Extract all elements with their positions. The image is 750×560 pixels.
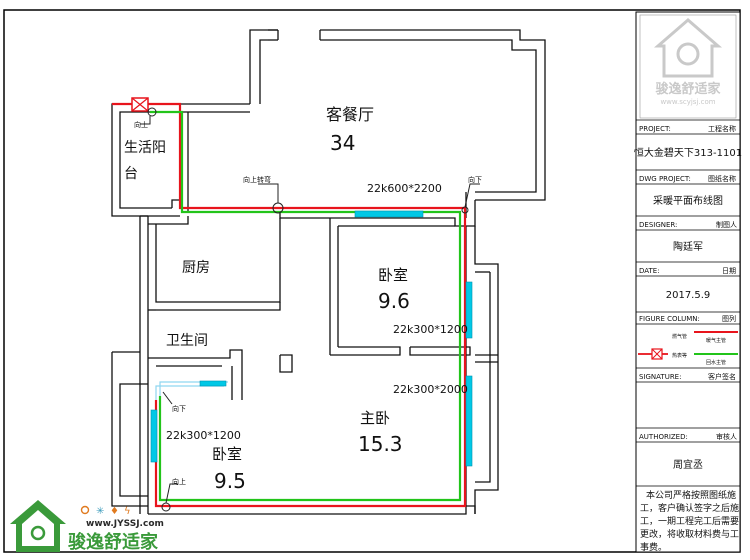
radiator-bathroom [199,380,227,387]
notice-line-5: 事费。 [640,541,667,553]
pipe-marker-balcony [147,107,157,117]
notice-line-3: 工，一期工程完工后需要 [640,515,739,527]
sun-icon [80,505,90,515]
legend-heat: 暖气主管 [706,337,726,344]
room-kitchen-name: 厨房 [182,260,210,276]
radiator-bedroom-a [465,281,473,339]
watermark-brand: 骏逸舒适家 [68,531,159,553]
snowflake-icon: ✳ [96,506,104,517]
room-balcony-name-1: 生活阳 [124,140,166,156]
radiator-label-living: 22k600*2200 [367,182,442,195]
room-master-name: 主卧 [360,409,390,427]
watermark-url: www.JYSSJ.com [86,519,164,529]
project-label: PROJECT: [639,125,671,133]
drawing-frame [3,9,741,553]
authorized-value: 周宜丞 [673,458,703,471]
logo-brand-text: 骏逸舒适家 [655,81,721,97]
legend: 燃气管 暖气主管 热表等 回水主管 [638,331,738,366]
notice-line-1: 本公司严格按照图纸施 [646,489,736,501]
designer-label-cn: 制图人 [716,220,737,229]
room-master-area: 15.3 [358,432,403,456]
date-value: 2017.5.9 [666,290,711,301]
radiator-living [354,210,424,218]
project-value: 恒大金碧天下313-1101 [634,146,742,159]
radiator-label-bedroom-b: 22k300*1200 [166,429,241,442]
room-living-area: 34 [330,131,355,155]
radiator-bedroom-b [150,409,158,463]
room-living-name: 客餐厅 [326,105,374,124]
pipe-note-up-bottom: 向上 [172,477,186,486]
dwg-label-cn: 图纸名称 [708,174,736,183]
designer-label: DESIGNER: [639,221,677,229]
date-label-cn: 日期 [722,267,736,275]
pipe-note-down-corner: 向下 [468,175,482,184]
radiator-label-master: 22k300*2000 [393,383,468,396]
figure-label-cn: 图列 [722,314,736,323]
pipe-note-up-balcony: 向上 [134,120,148,129]
notice-line-4: 更改，将收取材料费与工 [640,528,739,540]
legend-return: 回水主管 [706,359,726,366]
legend-meter: 热表等 [672,352,687,359]
project-label-cn: 工程名称 [708,124,736,133]
signature-label-cn: 客户签名 [708,372,736,381]
designer-value: 陶廷军 [673,240,703,253]
notice-line-2: 工，客户确认签字之后施 [640,502,739,514]
figure-label: FIGURE COLUMN: [639,315,700,323]
logo-url-text: www.scyjsj.com [660,98,715,106]
room-bedroom-a-area: 9.6 [378,289,410,313]
legend-gas: 燃气管 [672,333,687,340]
room-bedroom-b-name: 卧室 [212,445,242,463]
date-label: DATE: [639,267,660,275]
watermark: ✳ ♦ ϟ www.JYSSJ.com 骏逸舒适家 [10,500,164,553]
room-bedroom-a-name: 卧室 [378,266,408,284]
drop-icon: ♦ [110,506,119,517]
meter-symbol [131,97,149,112]
signature-label: SIGNATURE: [639,373,681,381]
dwg-value: 采暖平面布线图 [653,194,723,207]
return-pipe-green [150,110,462,502]
radiator-label-bedroom-a: 22k300*1200 [393,323,468,336]
pipe-note-up-bend: 向上转弯 [243,175,271,184]
pipe-note-down-bath: 向下 [172,404,186,413]
wind-icon: ϟ [124,506,131,517]
radiator-master [465,375,473,467]
dwg-label: DWG PROJECT: [639,175,691,183]
room-bathroom-name: 卫生间 [166,333,208,349]
authorized-label-cn: 审核人 [716,432,737,441]
title-block: 骏逸舒适家 www.scyjsj.com PROJECT: 工程名称 DWG P… [634,11,742,553]
room-bedroom-b-area: 9.5 [214,469,246,493]
supply-pipe-red [112,102,467,508]
authorized-label: AUTHORIZED: [639,433,688,441]
room-balcony-name-2: 台 [124,166,138,182]
brand-logo: 骏逸舒适家 www.scyjsj.com [639,14,737,119]
notice: 本公司严格按照图纸施 工，客户确认签字之后施 工，一期工程完工后需要 更改，将收… [640,489,739,553]
